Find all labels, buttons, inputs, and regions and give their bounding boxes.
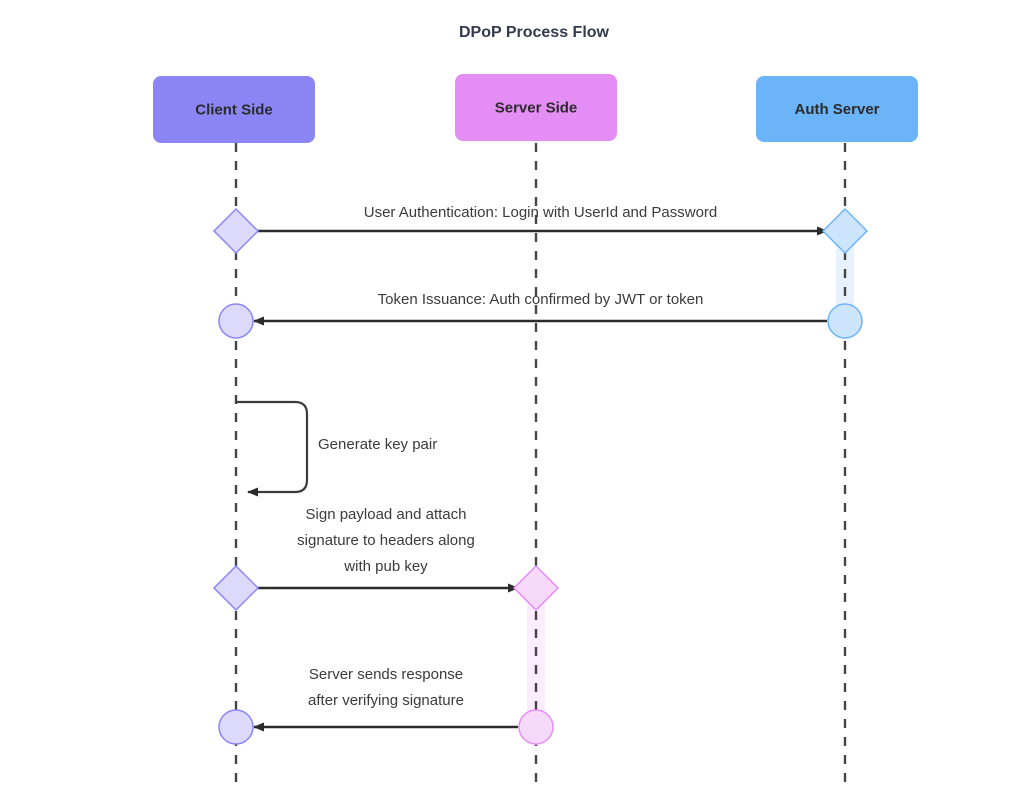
endpoint-diamond-server [512,564,560,612]
endpoint-markers-layer [212,207,869,745]
endpoint-diamond-client [212,564,260,612]
message-msg-3: Sign payload and attach signature to head… [254,506,519,593]
activation-bar-server [527,602,545,716]
message-label-line: with pub key [343,558,428,575]
endpoint-circle-auth [827,303,863,339]
endpoint-circle-client [218,303,254,339]
message-label: User Authentication: Login with UserId a… [364,204,718,221]
self-loop-path [236,400,309,497]
message-label: Server sends response after verifying sig… [308,666,464,709]
actor-rect-server [455,74,617,141]
endpoint-circle-client [218,709,254,745]
actor-box-auth[interactable]: Auth Server [756,76,918,142]
actor-box-client[interactable]: Client Side [153,76,315,143]
message-label-line: after verifying signature [308,692,464,709]
actor-label-auth: Auth Server [794,101,879,118]
page-title: DPoP Process Flow [459,24,610,41]
message-label-line: Sign payload and attach [306,506,467,523]
endpoint-circle-server [518,709,554,745]
message-label-line: Server sends response [309,666,463,683]
self-loop-label: Generate key pair [318,436,437,453]
actor-boxes-layer: Client Side Server Side Auth Server [153,74,918,143]
self-loops-layer: Generate key pair [236,400,437,497]
messages-layer: User Authentication: Login with UserId a… [253,204,828,732]
actor-label-client: Client Side [195,101,273,118]
message-msg-4: Server sends response after verifying sig… [253,666,518,732]
message-label: Token Issuance: Auth confirmed by JWT or… [378,291,704,308]
message-label-line: signature to headers along [297,532,475,549]
actor-rect-client [153,76,315,143]
actor-rect-auth [756,76,918,142]
actor-box-server[interactable]: Server Side [455,74,617,141]
actor-label-server: Server Side [495,99,578,116]
message-msg-2: Token Issuance: Auth confirmed by JWT or… [253,291,827,326]
activation-bars-layer [527,245,854,716]
message-label: Sign payload and attach signature to head… [297,506,475,575]
message-label-line: Token Issuance: Auth confirmed by JWT or… [378,291,704,308]
endpoint-diamond-auth [821,207,869,255]
self-loop-client: Generate key pair [236,400,437,497]
endpoint-diamond-client [212,207,260,255]
message-label-line: User Authentication: Login with UserId a… [364,204,718,221]
message-msg-1: User Authentication: Login with UserId a… [254,204,828,236]
